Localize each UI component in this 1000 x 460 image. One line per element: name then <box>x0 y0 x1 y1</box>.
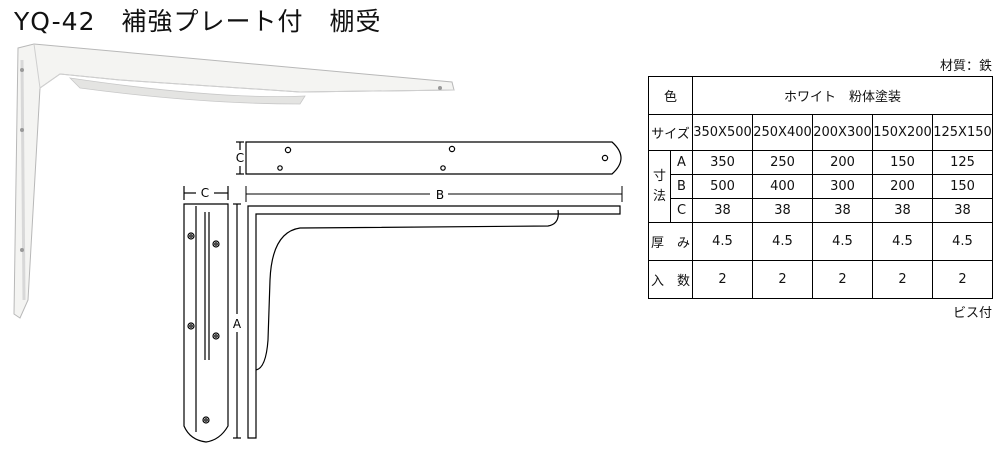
color-row: 色 ホワイト 粉体塗装 <box>648 76 993 115</box>
thickness-cell: 4.5 <box>752 222 813 261</box>
dim-row-b: B 500 400 300 200 150 <box>649 174 993 199</box>
size-label: サイズ <box>648 114 693 151</box>
dim-cell: 500 <box>692 174 753 199</box>
dim-cell: 38 <box>752 198 813 223</box>
size-cell: 350X500 <box>692 114 753 151</box>
top-plate-view <box>236 141 622 175</box>
dim-cell: 38 <box>812 198 873 223</box>
size-cell: 150X200 <box>872 114 933 151</box>
dim-row-a: 寸法 A 350 250 200 150 125 <box>648 150 993 223</box>
color-label: 色 <box>648 76 693 115</box>
dim-cell: 350 <box>692 150 753 175</box>
dim-key: A <box>670 150 693 175</box>
dim-cell: 150 <box>872 150 933 175</box>
thickness-row: 厚 み 4.5 4.5 4.5 4.5 4.5 <box>648 222 993 261</box>
side-bracket-view <box>247 205 621 439</box>
dim-cell: 38 <box>692 198 753 223</box>
thickness-cell: 4.5 <box>692 222 753 261</box>
front-plate-view <box>183 186 241 443</box>
thickness-label: 厚 み <box>648 222 693 261</box>
b-dimension <box>245 186 623 202</box>
dim-cell: 200 <box>812 150 873 175</box>
bracket-photo <box>13 43 455 319</box>
quantity-row: 入 数 2 2 2 2 2 <box>648 260 993 299</box>
size-cell: 125X150 <box>932 114 993 151</box>
quantity-cell: 2 <box>812 260 873 299</box>
quantity-cell: 2 <box>932 260 993 299</box>
color-value: ホワイト 粉体塗装 <box>692 76 993 115</box>
thickness-cell: 4.5 <box>812 222 873 261</box>
dim-row-c: C 38 38 38 38 38 <box>649 198 993 223</box>
dim-cell: 400 <box>752 174 813 199</box>
dim-cell: 38 <box>872 198 933 223</box>
dim-cell: 300 <box>812 174 873 199</box>
thickness-cell: 4.5 <box>872 222 933 261</box>
c-side-label: C <box>201 186 209 200</box>
quantity-cell: 2 <box>872 260 933 299</box>
size-cell: 250X400 <box>752 114 813 151</box>
a-label: A <box>233 317 242 331</box>
dim-key: B <box>670 174 693 199</box>
material-note: 材質：鉄 <box>939 59 992 74</box>
c-top-label: C <box>236 151 244 165</box>
page-title: YQ-42 補強プレート付 棚受 <box>14 7 382 36</box>
size-row: サイズ 350X500 250X400 200X300 150X200 125X… <box>648 114 993 151</box>
dim-cell: 250 <box>752 150 813 175</box>
quantity-cell: 2 <box>692 260 753 299</box>
dim-cell: 200 <box>872 174 933 199</box>
size-cell: 200X300 <box>812 114 873 151</box>
quantity-label: 入 数 <box>648 260 693 299</box>
dim-key: C <box>670 198 693 223</box>
spec-table: 色 ホワイト 粉体塗装 サイズ 350X500 250X400 200X300 … <box>648 76 993 299</box>
screws-note: ビス付 <box>952 306 992 321</box>
dim-cell: 38 <box>932 198 993 223</box>
thickness-cell: 4.5 <box>932 222 993 261</box>
dim-cell: 150 <box>932 174 993 199</box>
dim-cell: 125 <box>932 150 993 175</box>
dim-label: 寸法 <box>648 150 671 223</box>
quantity-cell: 2 <box>752 260 813 299</box>
b-label: B <box>436 188 444 202</box>
